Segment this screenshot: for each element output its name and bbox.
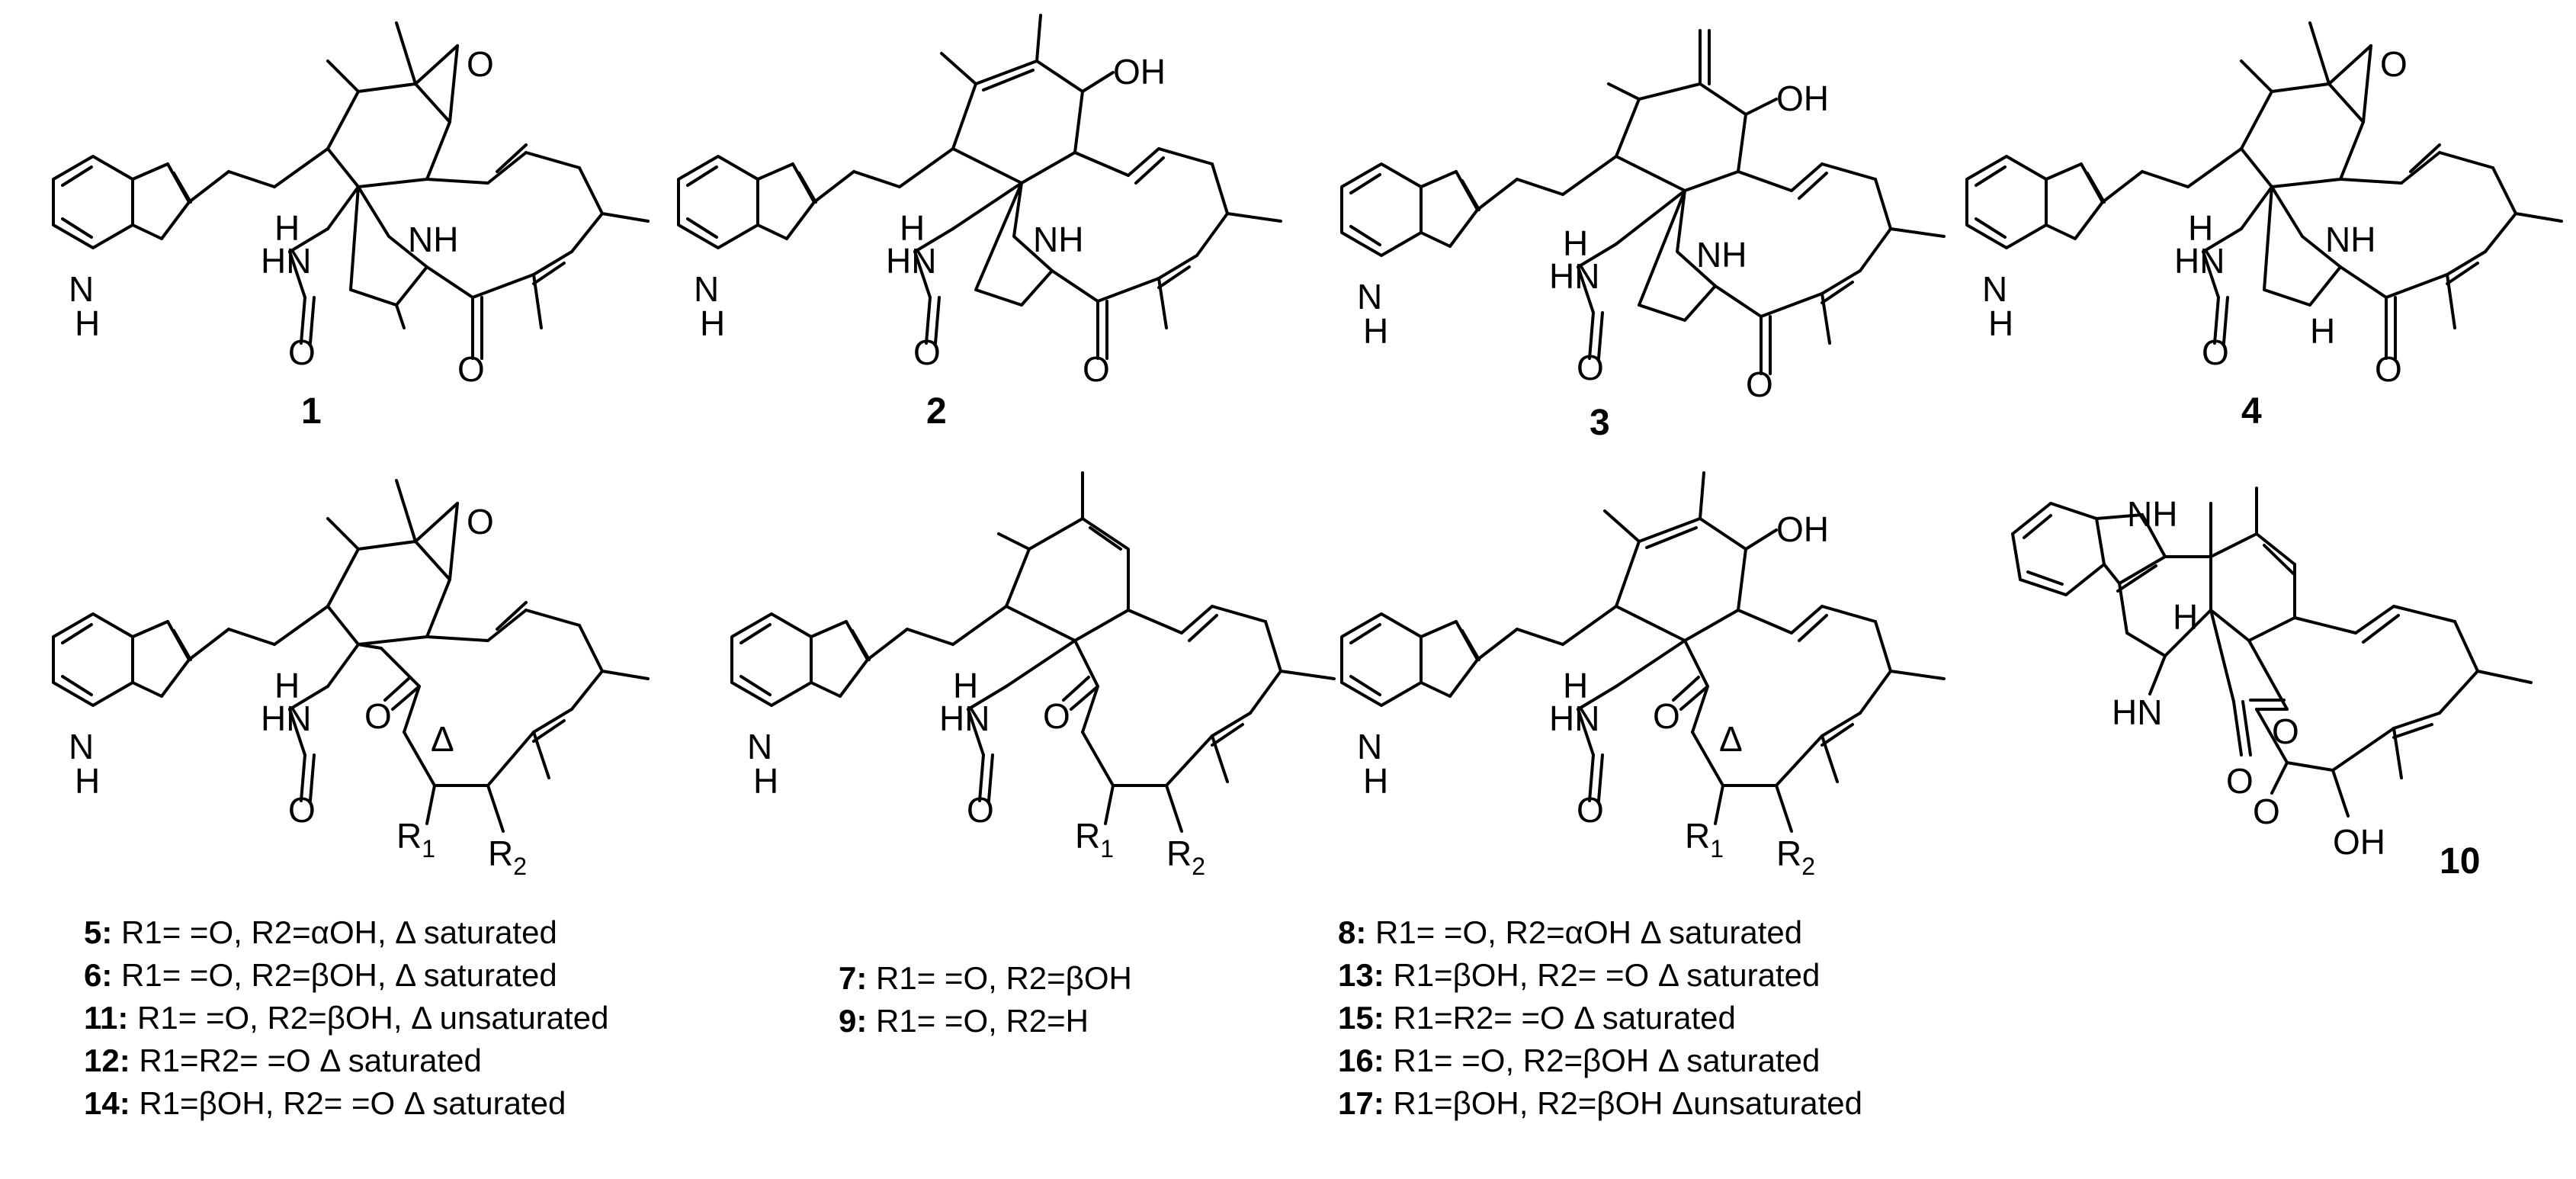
c5-atom-indole-h: H: [75, 761, 100, 801]
compound-4-structure: H HN O NH H O O N H 4: [1965, 21, 2563, 432]
legend-left-row-0: 5: R1= =O, R2=αOH, Δ saturated: [84, 914, 557, 950]
c4-atom-indole-h: H: [1988, 304, 2013, 343]
c4-atom-h-bottom: H: [2310, 311, 2335, 351]
c7-r2: R2: [1166, 834, 1205, 880]
c2-atom-indole-n: N: [694, 269, 719, 309]
legend-mid-row-1: 9: R1= =O, R2=H: [839, 1003, 1089, 1039]
c7-atom-indole-h: H: [753, 761, 778, 801]
c7-atom-o-ketone: O: [1043, 696, 1070, 736]
c8-r2: R2: [1776, 834, 1815, 880]
c10-atom-nh: NH: [2127, 494, 2177, 534]
c3-atom-h: H: [1563, 223, 1588, 263]
compound-1-structure: H HN O NH O O N H 1: [52, 21, 650, 432]
c5-delta: Δ: [431, 719, 454, 759]
c7-atom-h: H: [953, 666, 978, 705]
c10-atom-h: H: [2173, 597, 2198, 637]
c3-atom-nh: NH: [1696, 235, 1747, 275]
compound-1-label: 1: [301, 391, 322, 432]
c2-atom-o-amide: O: [913, 332, 941, 372]
c7-atom-indole-n: N: [747, 727, 772, 766]
c10-atom-o-ketone2: O: [2253, 792, 2280, 831]
c1-atom-indole-h: H: [75, 304, 100, 343]
legend-right-row-1: 13: R1=βOH, R2= =O Δ saturated: [1338, 957, 1821, 993]
c1-atom-nh: NH: [408, 220, 458, 259]
c2-atom-h: H: [900, 208, 925, 248]
c7-atom-o-amide: O: [967, 790, 994, 830]
c1-atom-hn: HN: [261, 241, 311, 281]
legend-left-row-4: 14: R1=βOH, R2= =O Δ saturated: [84, 1085, 566, 1121]
legend-mid: 7: R1= =O, R2=βOH 9: R1= =O, R2=H: [839, 957, 1132, 1042]
c3-atom-indole-n: N: [1357, 277, 1382, 316]
compound-8-scaffold-structure: H HN O O OH Δ R1 R2 N H: [1340, 471, 1946, 880]
c7-r1: R1: [1075, 816, 1114, 863]
c3-atom-oh: OH: [1776, 79, 1829, 118]
c3-atom-o-amide: O: [1577, 348, 1604, 387]
c10-atom-o-ketone1: O: [2272, 712, 2299, 751]
c3-atom-hn: HN: [1549, 256, 1599, 296]
c5-r2: R2: [488, 834, 527, 880]
c8-atom-indole-h: H: [1363, 761, 1388, 801]
c1-atom-o-ketone: O: [457, 349, 485, 389]
c10-atom-oh: OH: [2333, 822, 2385, 862]
c10-atom-o-amide: O: [2226, 761, 2254, 801]
c10-atom-hn: HN: [2112, 692, 2162, 732]
c8-atom-hn: HN: [1549, 699, 1599, 738]
c4-atom-hn: HN: [2174, 241, 2225, 281]
c4-atom-o-ketone: O: [2375, 349, 2402, 389]
legend-left: 5: R1= =O, R2=αOH, Δ saturated 6: R1= =O…: [84, 911, 608, 1125]
c8-atom-oh: OH: [1776, 509, 1829, 549]
c8-atom-indole-n: N: [1357, 727, 1382, 766]
c1-atom-indole-n: N: [69, 269, 94, 309]
c7-atom-hn: HN: [939, 699, 990, 738]
c8-r1: R1: [1685, 816, 1724, 863]
legend-right-row-2: 15: R1=R2= =O Δ saturated: [1338, 1000, 1736, 1036]
c8-delta: Δ: [1719, 719, 1743, 759]
c5-r1: R1: [396, 816, 435, 863]
legend-right-row-0: 8: R1= =O, R2=αOH Δ saturated: [1338, 914, 1803, 950]
c5-atom-o-amide: O: [288, 790, 316, 830]
c3-atom-indole-h: H: [1363, 311, 1388, 351]
c4-atom-o-amide: O: [2202, 332, 2229, 372]
c1-atom-o-amide: O: [288, 332, 316, 372]
compound-5-scaffold-structure: H HN O O O Δ R1 R2 N H: [52, 479, 650, 880]
legend-left-row-3: 12: R1=R2= =O Δ saturated: [84, 1042, 482, 1078]
compound-2-structure: H HN O NH O OH N H 2: [677, 14, 1282, 432]
c4-atom-indole-n: N: [1982, 269, 2007, 309]
c1-atom-h: H: [274, 208, 300, 248]
compound-10-structure: NH H HN O O O OH 10: [2011, 487, 2533, 882]
legend-right: 8: R1= =O, R2=αOH Δ saturated 13: R1=βOH…: [1338, 911, 1862, 1125]
c8-atom-o-amide: O: [1577, 790, 1604, 830]
c8-atom-h: H: [1563, 666, 1588, 705]
c3-atom-o-ketone: O: [1746, 365, 1773, 404]
legend-left-row-2: 11: R1= =O, R2=βOH, Δ unsaturated: [84, 1000, 609, 1036]
c4-atom-o-epoxide: O: [2380, 44, 2408, 84]
c2-atom-oh: OH: [1113, 52, 1166, 92]
legend-left-row-1: 6: R1= =O, R2=βOH, Δ saturated: [84, 957, 557, 993]
c2-atom-o-ketone: O: [1083, 349, 1110, 389]
legend-mid-row-0: 7: R1= =O, R2=βOH: [839, 960, 1132, 996]
compound-3-label: 3: [1590, 403, 1610, 443]
compound-3-structure: H HN O NH O OH N H 3: [1340, 29, 1946, 443]
c5-atom-indole-n: N: [69, 727, 94, 766]
compound-10-label: 10: [2440, 841, 2480, 882]
legend-right-row-4: 17: R1=βOH, R2=βOH Δunsaturated: [1338, 1085, 1863, 1121]
c5-atom-hn: HN: [261, 699, 311, 738]
c1-atom-o-epoxide: O: [467, 44, 494, 84]
compound-7-scaffold-structure: H HN O O R1 R2 N H: [730, 471, 1336, 880]
c4-atom-nh: NH: [2325, 220, 2376, 259]
c5-atom-o-ketone: O: [364, 696, 392, 736]
c5-atom-h: H: [274, 666, 300, 705]
c5-atom-o-epoxide: O: [467, 502, 494, 541]
c2-atom-hn: HN: [886, 241, 936, 281]
compound-4-label: 4: [2241, 391, 2262, 432]
c4-atom-h-top: H: [2188, 208, 2213, 248]
c2-atom-indole-h: H: [700, 304, 725, 343]
legend-right-row-3: 16: R1= =O, R2=βOH Δ saturated: [1338, 1042, 1821, 1078]
c8-atom-o-ketone: O: [1653, 696, 1680, 736]
compound-2-label: 2: [926, 391, 947, 432]
c2-atom-nh: NH: [1033, 220, 1083, 259]
